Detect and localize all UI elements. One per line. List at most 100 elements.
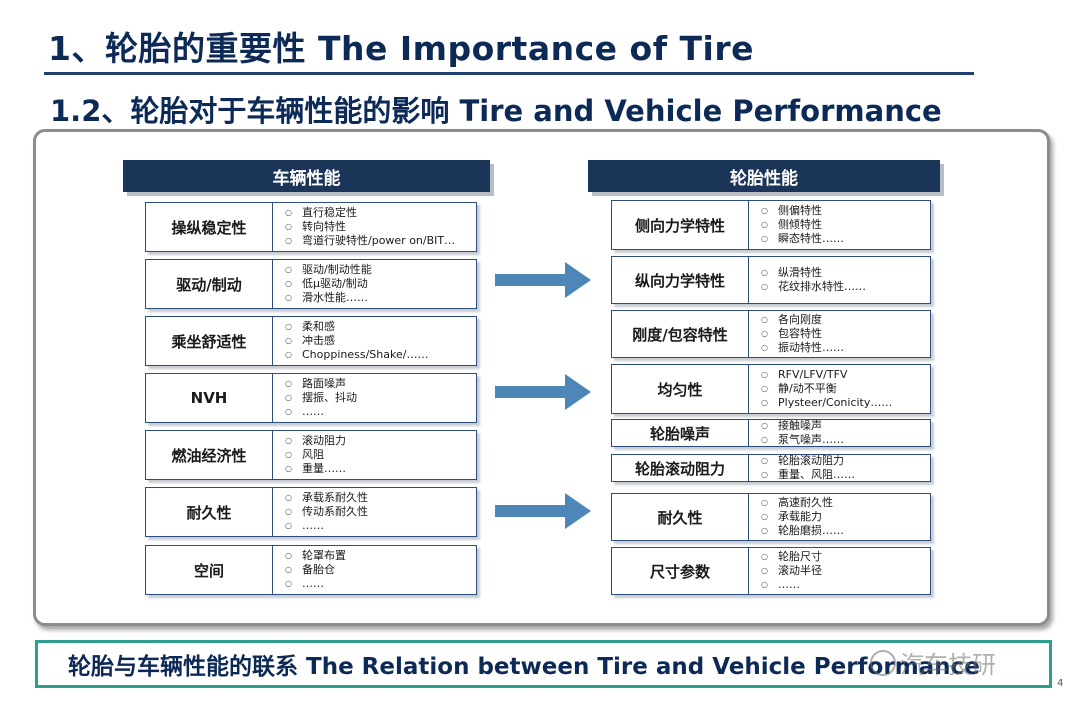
- tire-performance-name: 尺寸参数: [612, 548, 749, 594]
- tire-performance-box: 轮胎滚动阻力○轮胎滚动阻力○重量、风阻……: [611, 454, 931, 482]
- tire-performance-items: ○ 纵滑特性 ○ 花纹排水特性……: [749, 257, 930, 303]
- tire-performance-box: 尺寸参数○轮胎尺寸○滚动半径○……: [611, 547, 931, 595]
- vehicle-performance-item-text: 弯道行驶特性/power on/BIT…: [302, 234, 456, 247]
- tire-performance-item-text: 泵气噪声……: [778, 433, 844, 446]
- tire-performance-box: 侧向力学特性○侧偏特性○侧倾特性○瞬态特性……: [611, 200, 931, 250]
- vehicle-performance-item: ○滚动阻力: [285, 434, 476, 448]
- bullet-icon: ○: [285, 507, 292, 516]
- tire-performance-item: ○Plysteer/Conicity……: [761, 396, 930, 410]
- tire-performance-item: ○ 振动特性……: [761, 341, 930, 355]
- tire-performance-items: ○RFV/LFV/TFV○静/动不平衡○Plysteer/Conicity……: [749, 365, 930, 413]
- tire-performance-item: ○ 滚动半径: [761, 564, 930, 578]
- tire-performance-item-text: 侧倾特性: [778, 218, 822, 231]
- vehicle-performance-item-text: 柔和感: [302, 320, 335, 333]
- vehicle-performance-item-text: ……: [302, 405, 324, 418]
- vehicle-performance-item: ○弯道行驶特性/power on/BIT…: [285, 234, 476, 248]
- bullet-icon: ○: [761, 206, 768, 215]
- tire-performance-item: ○瞬态特性……: [761, 232, 930, 246]
- bullet-icon: ○: [285, 208, 292, 217]
- tire-performance-item: ○……: [761, 578, 930, 592]
- bullet-icon: ○: [761, 343, 768, 352]
- vehicle-performance-item: ○……: [285, 519, 476, 533]
- tire-performance-item: ○侧偏特性: [761, 204, 930, 218]
- vehicle-performance-box: 驱动/制动○驱动/制动性能○低μ驱动/制动○滑水性能……: [145, 259, 477, 309]
- tire-performance-item: ○泵气噪声……: [761, 433, 930, 446]
- page-subtitle: 1.2、轮胎对于车辆性能的影响 Tire and Vehicle Perform…: [50, 94, 942, 128]
- vehicle-performance-item-text: 重量……: [302, 462, 346, 475]
- bullet-icon: ○: [761, 220, 768, 229]
- tire-performance-items: ○轮胎滚动阻力 ○ 重量、风阻……: [749, 455, 930, 481]
- vehicle-performance-item: ○轮罩布置: [285, 549, 476, 563]
- bullet-icon: ○: [761, 552, 768, 561]
- vehicle-performance-item-text: 冲击感: [302, 334, 335, 347]
- tire-performance-item-text: 花纹排水特性……: [778, 280, 866, 293]
- bullet-icon: ○: [761, 370, 768, 379]
- tire-performance-name: 轮胎滚动阻力: [612, 455, 749, 481]
- tire-performance-item: ○承载能力: [761, 510, 930, 524]
- bullet-icon: ○: [761, 282, 768, 291]
- vehicle-performance-item: ○冲击感: [285, 334, 476, 348]
- bullet-icon: ○: [285, 521, 292, 530]
- tire-performance-items: ○侧偏特性○侧倾特性○瞬态特性……: [749, 201, 930, 249]
- tire-performance-item-text: 各向刚度: [778, 313, 822, 326]
- vehicle-performance-items: ○直行稳定性○转向特性○弯道行驶特性/power on/BIT…: [273, 203, 476, 251]
- bullet-icon: ○: [285, 436, 292, 445]
- bullet-icon: ○: [761, 512, 768, 521]
- vehicle-performance-name: 耐久性: [146, 488, 273, 536]
- tire-performance-item: ○ 各向刚度: [761, 313, 930, 327]
- bullet-icon: ○: [761, 268, 768, 277]
- vehicle-performance-box: NVH○路面噪声○摆振、抖动○……: [145, 373, 477, 423]
- bullet-icon: ○: [285, 350, 292, 359]
- vehicle-performance-item: ○转向特性: [285, 220, 476, 234]
- vehicle-performance-box: 操纵稳定性○直行稳定性○转向特性○弯道行驶特性/power on/BIT…: [145, 202, 477, 252]
- tire-performance-item-text: 重量、风阻……: [778, 468, 855, 481]
- bullet-icon: ○: [761, 384, 768, 393]
- vehicle-performance-box: 燃油经济性○滚动阻力○风阻○重量……: [145, 430, 477, 480]
- bullet-icon: ○: [761, 315, 768, 324]
- vehicle-performance-item: ○柔和感: [285, 320, 476, 334]
- vehicle-performance-item-text: Choppiness/Shake/……: [302, 348, 429, 361]
- bullet-icon: ○: [285, 379, 292, 388]
- vehicle-performance-item-text: 驱动/制动性能: [302, 263, 372, 276]
- page-title: 1、轮胎的重要性 The Importance of Tire: [48, 29, 755, 68]
- tire-performance-name: 侧向力学特性: [612, 201, 749, 249]
- vehicle-performance-items: ○滚动阻力○风阻○重量……: [273, 431, 476, 479]
- watermark: 汽车技研: [900, 651, 996, 679]
- vehicle-performance-item: ○……: [285, 577, 476, 591]
- vehicle-performance-name: NVH: [146, 374, 273, 422]
- vehicle-performance-item: ○ Choppiness/Shake/……: [285, 348, 476, 362]
- tire-performance-item: ○轮胎磨损……: [761, 524, 930, 538]
- vehicle-performance-item-text: 滑水性能……: [302, 291, 368, 304]
- tire-performance-box: 纵向力学特性○纵滑特性○花纹排水特性……: [611, 256, 931, 304]
- vehicle-performance-items: ○柔和感○冲击感 ○ Choppiness/Shake/……: [273, 317, 476, 365]
- bullet-icon: ○: [285, 565, 292, 574]
- vehicle-performance-item-text: ……: [302, 577, 324, 590]
- vehicle-performance-item-text: 路面噪声: [302, 377, 346, 390]
- vehicle-performance-items: ○轮罩布置○备胎仓○……: [273, 546, 476, 594]
- tire-performance-item-text: 轮胎滚动阻力: [778, 455, 844, 467]
- bullet-icon: ○: [761, 566, 768, 575]
- vehicle-performance-item-text: 直行稳定性: [302, 206, 357, 219]
- vehicle-performance-item: ○ 直行稳定性: [285, 206, 476, 220]
- tire-performance-box: 轮胎噪声○接触噪声○泵气噪声……: [611, 419, 931, 447]
- tire-performance-item: ○ 侧倾特性: [761, 218, 930, 232]
- bullet-icon: ○: [285, 450, 292, 459]
- bullet-icon: ○: [285, 222, 292, 231]
- bullet-icon: ○: [285, 551, 292, 560]
- tire-performance-item-text: 振动特性……: [778, 341, 844, 354]
- bullet-icon: ○: [761, 398, 768, 407]
- tire-performance-item-text: 纵滑特性: [778, 266, 822, 279]
- bullet-icon: ○: [285, 279, 292, 288]
- page-number: 4: [1057, 678, 1064, 689]
- bullet-icon: ○: [285, 265, 292, 274]
- bullet-icon: ○: [761, 470, 768, 479]
- tire-performance-item-text: 滚动半径: [778, 564, 822, 577]
- vehicle-performance-item: ○滑水性能……: [285, 291, 476, 305]
- tire-performance-name: 耐久性: [612, 494, 749, 540]
- vehicle-performance-items: ○路面噪声○摆振、抖动○……: [273, 374, 476, 422]
- tire-performance-item-text: 轮胎磨损……: [778, 524, 844, 537]
- bullet-icon: ○: [761, 234, 768, 243]
- bullet-icon: ○: [761, 498, 768, 507]
- vehicle-performance-name: 空间: [146, 546, 273, 594]
- tire-performance-item: ○轮胎滚动阻力: [761, 455, 930, 468]
